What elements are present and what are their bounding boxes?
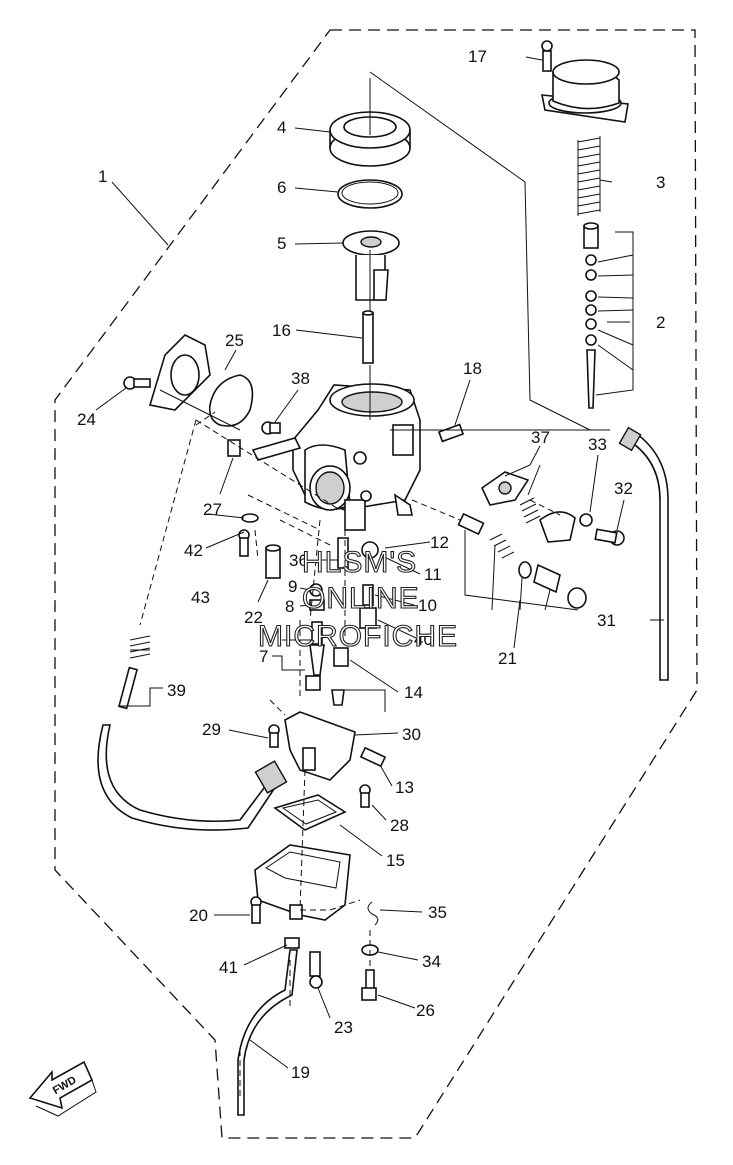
float-bowl xyxy=(254,844,351,921)
piston-valve-5 xyxy=(342,230,400,301)
callout-11: 11 xyxy=(424,565,442,584)
callout-28: 28 xyxy=(390,816,409,835)
screw-17 xyxy=(541,40,553,72)
callout-8: 8 xyxy=(285,597,294,616)
screw-29 xyxy=(268,724,280,748)
gasket-15 xyxy=(273,794,347,831)
callout-7: 7 xyxy=(259,647,268,666)
callout-9: 9 xyxy=(288,577,297,596)
bolt-24 xyxy=(123,376,151,390)
callout-39: 39 xyxy=(167,681,186,700)
watermark-line-1: HLSM'S xyxy=(302,546,417,579)
callout-labels: 1 2 3 4 5 6 7 8 9 10 11 12 13 14 15 16 1… xyxy=(77,47,665,1082)
callout-13: 13 xyxy=(395,778,414,797)
drain-screw-23 xyxy=(309,951,323,989)
callout-10: 10 xyxy=(418,596,437,615)
pin-13 xyxy=(359,746,387,768)
gasket-25 xyxy=(208,374,254,427)
callout-33: 33 xyxy=(588,435,607,454)
needle-valve-14 xyxy=(331,647,349,706)
callout-16: 16 xyxy=(272,321,291,340)
jet-10 xyxy=(362,584,374,606)
callout-4: 4 xyxy=(277,118,286,137)
o-ring-11 xyxy=(361,541,379,559)
callout-43: 43 xyxy=(191,588,210,607)
callout-5: 5 xyxy=(277,234,286,253)
carburetor-body xyxy=(251,383,421,531)
watermark-line-2: ONLINE xyxy=(302,582,420,615)
callout-22: 22 xyxy=(244,608,263,627)
watermark-line-3: MICROFICHE xyxy=(258,620,458,653)
jet-36 xyxy=(337,537,349,569)
fwd-arrow-icon: FWD xyxy=(28,1060,97,1117)
clamp-41 xyxy=(284,937,300,949)
pilot-screw-21 xyxy=(457,512,587,609)
callout-35: 35 xyxy=(428,903,447,922)
spring-37 xyxy=(519,497,541,524)
callout-32: 32 xyxy=(614,479,633,498)
drain-hose-19 xyxy=(237,949,298,1116)
callout-36: 36 xyxy=(289,551,308,570)
callout-21: 21 xyxy=(498,649,517,668)
callout-37: 37 xyxy=(531,428,550,447)
adjuster-18 xyxy=(437,423,465,443)
callout-34: 34 xyxy=(422,952,441,971)
callout-26: 26 xyxy=(416,1001,435,1020)
callout-14: 14 xyxy=(404,683,423,702)
holder-40 xyxy=(359,607,377,629)
jet-needle-set xyxy=(583,222,599,409)
float-30 xyxy=(284,711,356,781)
cable-39 xyxy=(97,635,288,831)
screw-32 xyxy=(594,528,625,546)
callout-42: 42 xyxy=(184,541,203,560)
callout-40: 40 xyxy=(414,630,433,649)
callout-38: 38 xyxy=(291,369,310,388)
callout-3: 3 xyxy=(656,173,665,192)
callout-41: 41 xyxy=(219,958,238,977)
nut-27 xyxy=(227,439,241,457)
screw-43 xyxy=(238,529,250,557)
callout-24: 24 xyxy=(77,410,96,429)
callout-1: 1 xyxy=(98,167,107,186)
washer-33 xyxy=(579,513,593,527)
screw-26 xyxy=(361,969,377,1001)
o-ring-6 xyxy=(337,179,403,209)
hose-31 xyxy=(618,426,669,681)
callout-6: 6 xyxy=(277,178,286,197)
leader-lines xyxy=(95,56,664,1100)
screw-28 xyxy=(359,784,371,808)
bracket-37 xyxy=(480,471,530,506)
callout-25: 25 xyxy=(225,331,244,350)
spring-3 xyxy=(577,136,601,216)
callout-31: 31 xyxy=(597,611,616,630)
callout-18: 18 xyxy=(463,359,482,378)
callout-30: 30 xyxy=(402,725,421,744)
callout-12: 12 xyxy=(430,533,449,552)
callout-2: 2 xyxy=(656,313,665,332)
callout-20: 20 xyxy=(189,906,208,925)
screw-20 xyxy=(250,896,262,924)
washer-42 xyxy=(241,513,259,523)
callout-27: 27 xyxy=(203,500,222,519)
callout-17: 17 xyxy=(468,47,487,66)
pilot-jet-7 xyxy=(305,621,325,691)
callout-19: 19 xyxy=(291,1063,310,1082)
spacer-16 xyxy=(362,310,374,364)
lever xyxy=(539,511,576,543)
clip-35 xyxy=(367,901,379,926)
top-cover xyxy=(541,59,629,123)
screw-38 xyxy=(261,421,281,435)
jet-22 xyxy=(265,544,281,579)
callout-23: 23 xyxy=(334,1018,353,1037)
plate xyxy=(148,334,211,411)
watermark: HLSM'S ONLINE MICROFICHE xyxy=(257,545,458,653)
callout-29: 29 xyxy=(202,720,221,739)
callout-15: 15 xyxy=(386,851,405,870)
